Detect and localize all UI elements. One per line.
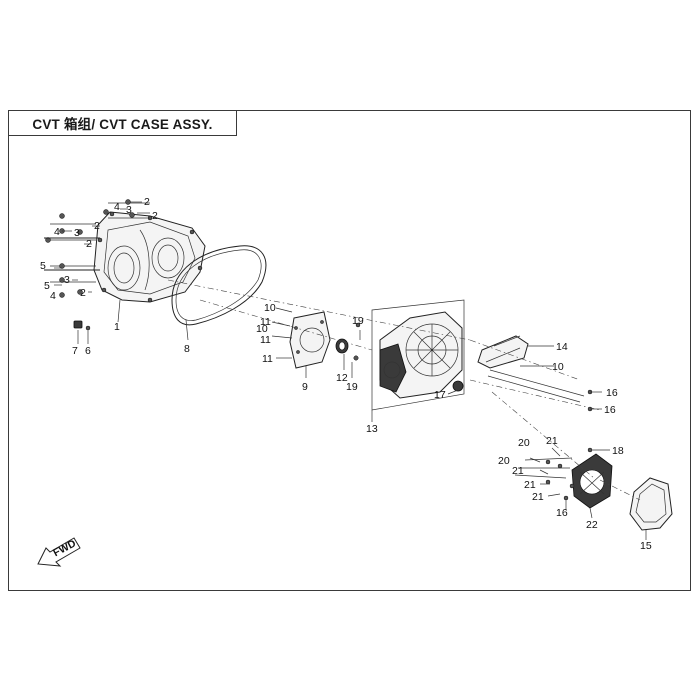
centerlines bbox=[167, 279, 641, 501]
callout-8: 8 bbox=[184, 343, 190, 355]
callout-21: 21 bbox=[546, 435, 558, 447]
callout-15: 15 bbox=[640, 540, 652, 552]
callout-12: 12 bbox=[336, 372, 348, 384]
callout-22: 22 bbox=[586, 519, 598, 531]
callout-6: 6 bbox=[85, 345, 91, 357]
callout-4: 4 bbox=[114, 201, 120, 213]
callout-17: 17 bbox=[434, 389, 446, 401]
page-title: CVT 箱组/ CVT CASE ASSY. bbox=[32, 117, 213, 132]
callout-20: 20 bbox=[498, 455, 510, 467]
title-box: CVT 箱组/ CVT CASE ASSY. bbox=[8, 110, 237, 136]
diagram-frame bbox=[8, 110, 691, 591]
callout-2: 2 bbox=[86, 238, 92, 250]
part-13-inner-case bbox=[371, 299, 465, 411]
callout-2: 2 bbox=[94, 220, 100, 232]
part-12-seal bbox=[335, 322, 361, 361]
callout-5: 5 bbox=[44, 280, 50, 292]
callout-3: 3 bbox=[64, 274, 70, 286]
part-15-gasket-plate bbox=[629, 477, 673, 531]
bolt-set-upper bbox=[44, 199, 150, 298]
part-22-cover bbox=[571, 453, 613, 509]
callout-16: 16 bbox=[556, 507, 568, 519]
callout-4: 4 bbox=[50, 290, 56, 302]
callout-2: 2 bbox=[80, 287, 86, 299]
part-9-plate bbox=[289, 311, 331, 369]
callout-3: 3 bbox=[74, 227, 80, 239]
leader-lines bbox=[54, 201, 647, 540]
callout-21: 21 bbox=[524, 479, 536, 491]
callout-13: 13 bbox=[366, 423, 378, 435]
callout-20: 20 bbox=[518, 437, 530, 449]
callout-21: 21 bbox=[512, 465, 524, 477]
callout-5: 5 bbox=[40, 260, 46, 272]
callout-labels: 2 3 4 2 2 3 4 2 5 5 3 4 2 1 7 6 8 10 11 … bbox=[40, 196, 652, 552]
callout-11: 11 bbox=[260, 316, 271, 328]
callout-10: 10 bbox=[256, 323, 268, 335]
callout-19: 19 bbox=[346, 381, 358, 393]
callout-11: 11 bbox=[260, 334, 271, 346]
callout-1: 1 bbox=[114, 321, 120, 333]
part-14-air-duct bbox=[477, 335, 585, 403]
callout-18: 18 bbox=[612, 445, 624, 457]
callout-14: 14 bbox=[556, 341, 568, 353]
callout-2: 2 bbox=[144, 196, 150, 208]
part-8-gasket bbox=[171, 245, 267, 326]
callout-3: 3 bbox=[126, 204, 132, 216]
callout-4: 4 bbox=[54, 226, 60, 238]
callout-19: 19 bbox=[352, 315, 364, 327]
callout-16: 16 bbox=[606, 387, 618, 399]
callout-7: 7 bbox=[72, 345, 78, 357]
callout-10: 10 bbox=[264, 302, 276, 314]
callout-21: 21 bbox=[532, 491, 544, 503]
callout-16: 16 bbox=[604, 404, 616, 416]
callout-10: 10 bbox=[552, 361, 564, 373]
callout-9: 9 bbox=[302, 381, 308, 393]
callout-11: 11 bbox=[262, 353, 273, 365]
callout-2: 2 bbox=[152, 210, 158, 222]
part-7-plug bbox=[73, 320, 91, 331]
part-1-outer-cover bbox=[93, 211, 206, 303]
fwd-arrow-icon: FWD bbox=[37, 537, 81, 567]
